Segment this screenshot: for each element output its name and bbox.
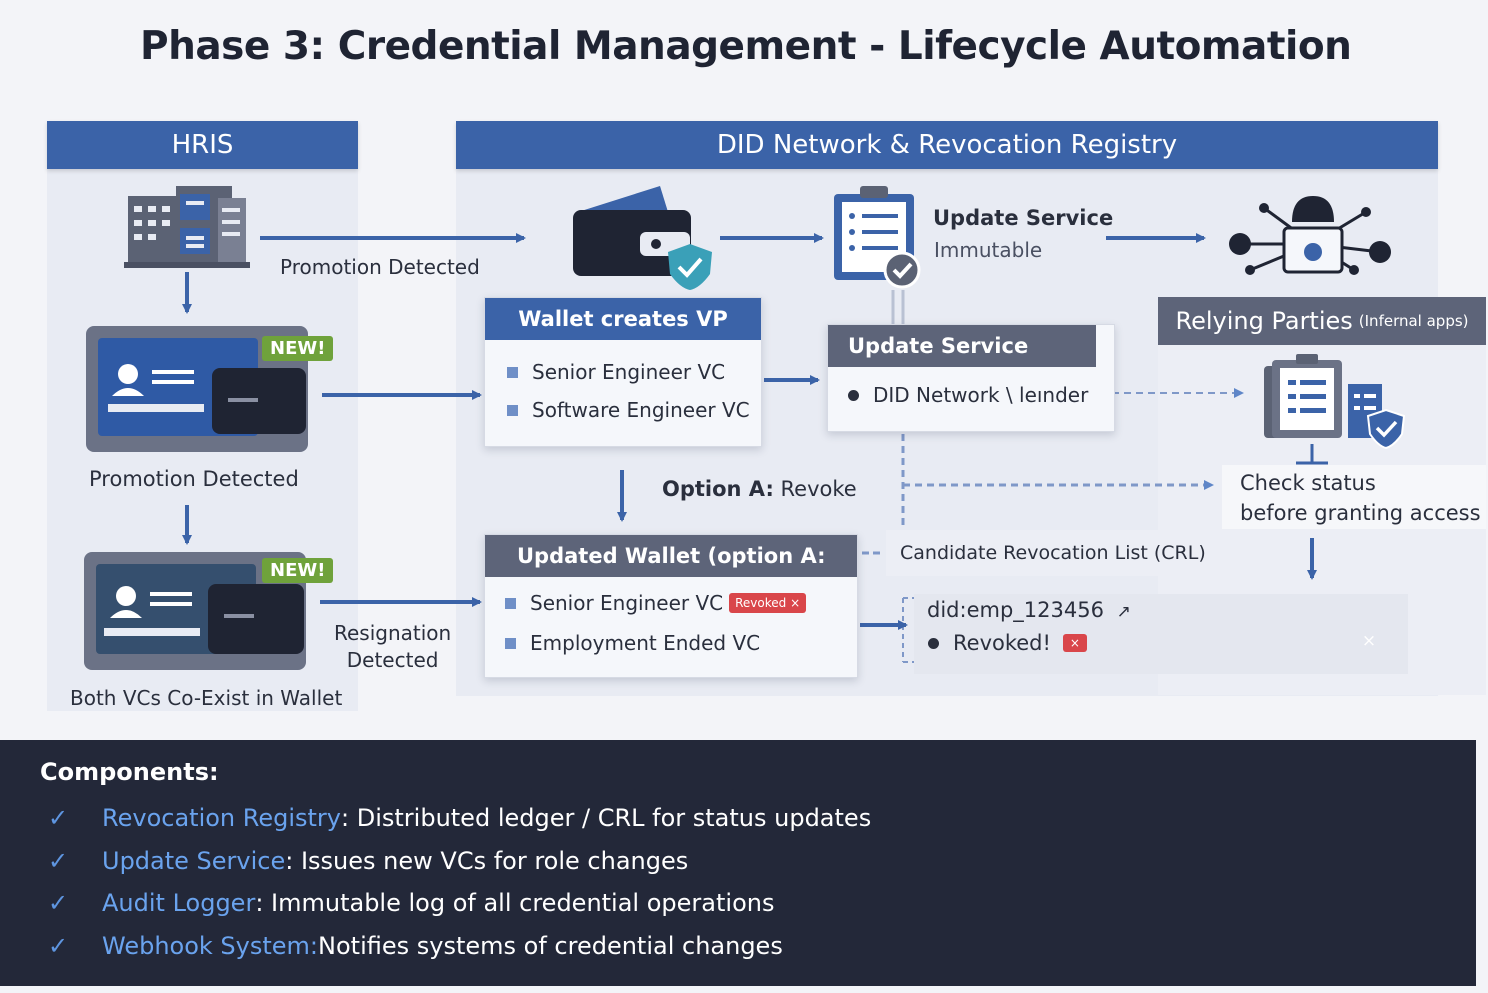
revoked-status-text: Revoked! [953,631,1051,655]
component-desc: : Issues new VCs for role changes [285,847,689,875]
promotion-label: Promotion Detected [89,467,299,491]
check-status-box [1222,465,1486,529]
check-icon: ✓ [48,804,69,832]
close-icon[interactable]: × [1361,631,1377,651]
update-service-card: Update Service DID Network \ leınder [827,324,1115,432]
components-title: Components: [40,758,219,786]
resignation-label-line2: Detected [346,648,439,672]
check-icon: ✓ [48,847,69,875]
did-network-label: DID Network \ leınder [873,383,1089,407]
bullet [848,389,859,401]
option-a-label: Option A: Revoke [662,477,857,501]
updated-wallet-title: Updated Wallet (option A: [485,535,857,577]
update-service-title: Update Service [828,325,1096,367]
wallet-icon [573,186,691,276]
check-status-label: Check status before granting access [1240,468,1481,528]
external-link-icon[interactable]: ↗ [1116,602,1131,622]
vp-item-senior: Senior Engineer VC [507,360,725,384]
did-emp-box [914,594,1408,674]
did-network-item: DID Network \ leınder [848,383,1088,407]
relying-parties-title: Relying Parties [1175,307,1353,335]
component-desc: : Immutable log of all credential operat… [255,889,775,917]
did-emp-text: did:emp_123456 [927,598,1104,622]
x-badge: × [1062,634,1087,652]
component-name: Webhook System: [102,932,319,960]
update-service-top-label: Update Service [933,206,1114,230]
check-status-line1: Check status [1240,471,1376,495]
new-badge-2: NEW! [262,558,334,583]
vp-item-software: Software Engineer VC [507,398,750,422]
relying-parties-subtitle: (Infernal apps) [1358,312,1469,330]
hris-header: HRIS [47,121,358,169]
revoked-badge: Revoked × [729,593,807,613]
bullet [505,597,516,609]
component-row-webhook: ✓ Webhook System: Notifies systems of cr… [48,932,783,960]
component-name: Audit Logger [102,889,256,917]
wallet-vp-title: Wallet creates VP [485,298,761,340]
did-header: DID Network & Revocation Registry [456,121,1438,169]
relying-parties-header: Relying Parties (Infernal apps) [1158,297,1486,345]
component-desc: : Distributed ledger / CRL for status up… [341,804,872,832]
component-row-revocation: ✓ Revocation Registry: Distributed ledge… [48,804,871,832]
building-icon [124,186,250,268]
updated-item-label: Employment Ended VC [530,631,761,655]
bullet [507,366,518,378]
shield-check-icon [668,244,712,290]
updated-item-employment: Employment Ended VC [505,631,760,655]
network-nodes [1229,196,1391,275]
immutable-label: Immutable [934,238,1043,262]
check-icon: ✓ [48,932,69,960]
updated-wallet-card: Updated Wallet (option A: Senior Enginee… [484,534,858,678]
clipboard-icon [834,186,921,289]
updated-item-senior: Senior Engineer VC Revoked × [505,591,807,615]
id-card-icon-2 [84,552,306,670]
vp-item-label: Senior Engineer VC [532,360,726,384]
bullet [507,404,518,416]
new-badge: NEW! [262,336,334,361]
updated-item-label: Senior Engineer VC [530,591,724,615]
check-icon: ✓ [48,889,69,917]
component-name: Update Service [102,847,286,875]
page-title: Phase 3: Credential Management - Lifecyc… [140,24,1352,69]
component-row-update: ✓ Update Service: Issues new VCs for rol… [48,847,688,875]
vp-item-label: Software Engineer VC [532,398,750,422]
bullet [928,637,939,649]
check-status-line2: before granting access [1240,501,1481,525]
document-shield-icon [1264,354,1406,450]
id-card-icon [86,326,308,452]
resignation-label-line1: Resignation [334,621,452,645]
component-row-audit: ✓ Audit Logger: Immutable log of all cre… [48,889,774,917]
promotion-arrow-label: Promotion Detected [280,255,480,279]
crl-label: Candidate Revocation List (CRL) [886,530,1220,576]
revoked-status: Revoked! × [928,631,1087,655]
wallet-vp-card: Wallet creates VP Senior Engineer VC Sof… [484,297,762,447]
resignation-label: Resignation Detected [334,620,451,674]
component-desc: Notifies systems of credential changes [318,932,783,960]
bullet [505,637,516,649]
components-footer [0,740,1476,986]
option-a-text: Revoke [773,477,857,501]
component-name: Revocation Registry [102,804,342,832]
did-emp-label: did:emp_123456 ↗ [927,598,1131,622]
option-a-bold: Option A: [662,477,774,501]
coexist-label: Both VCs Co-Exist in Wallet [70,686,343,710]
